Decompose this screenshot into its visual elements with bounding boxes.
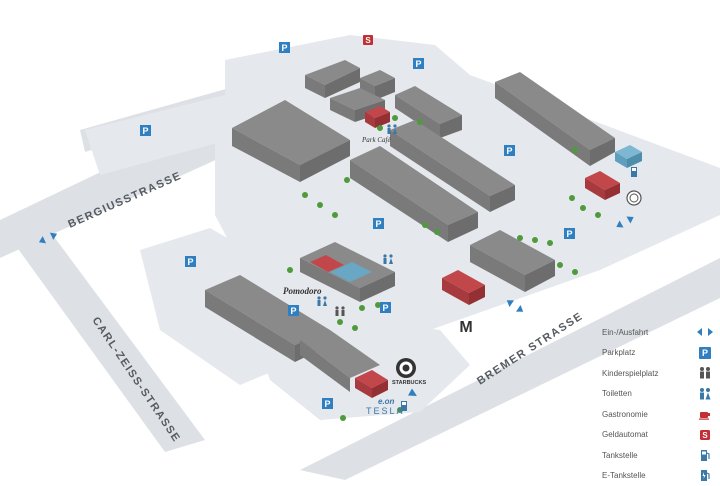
- parking-icon: P: [380, 302, 391, 313]
- parking-icon: P: [279, 42, 290, 53]
- legend-item: Gastronomie: [602, 404, 714, 425]
- eon-label: e.on: [378, 397, 395, 406]
- tree: [572, 269, 578, 275]
- tree: [344, 177, 350, 183]
- legend-item: Tankstelle: [602, 445, 714, 466]
- parking-symbol: P: [382, 303, 388, 313]
- legend-label: Ein-/Ausfahrt: [602, 328, 648, 337]
- svg-text:S: S: [365, 36, 371, 45]
- starbucks-label: STARBUCKS: [392, 380, 426, 386]
- legend-label: E-Tankstelle: [602, 471, 646, 480]
- parking-icon: P: [288, 305, 299, 316]
- parking-icon: P: [373, 218, 384, 229]
- legend-label: Toiletten: [602, 389, 632, 398]
- parking-icon: P: [140, 125, 151, 136]
- tree: [572, 147, 578, 153]
- parking-symbol: P: [290, 306, 296, 316]
- tree: [287, 267, 293, 273]
- tree: [580, 205, 586, 211]
- tree: [302, 192, 308, 198]
- legend-label: Kinderspielplatz: [602, 369, 658, 378]
- entry-exit-arrows-icon: [696, 325, 714, 339]
- parking-icon: P: [185, 256, 196, 267]
- map-legend: Ein-/Ausfahrt Parkplatz P Kinderspielpla…: [602, 322, 714, 486]
- tree: [422, 222, 428, 228]
- parking-symbol: P: [415, 59, 421, 69]
- legend-label: Gastronomie: [602, 410, 648, 419]
- tree: [340, 415, 346, 421]
- legend-item: Toiletten: [602, 384, 714, 405]
- tree: [557, 262, 563, 268]
- tree: [517, 235, 523, 241]
- parking-icon: P: [413, 58, 424, 69]
- starbucks-logo-icon: [396, 358, 416, 378]
- tree: [569, 195, 575, 201]
- parking-symbol: P: [699, 347, 711, 359]
- parking-symbol: P: [506, 146, 512, 156]
- ev-charger-icon: [696, 469, 714, 483]
- tree: [532, 237, 538, 243]
- atm-icon: S: [363, 35, 373, 45]
- pomodoro-label: Pomodoro: [283, 286, 322, 296]
- toilets-icon: [696, 387, 714, 401]
- tree: [352, 325, 358, 331]
- legend-label: Parkplatz: [602, 348, 635, 357]
- legend-item: E-Tankstelle: [602, 466, 714, 486]
- tree: [417, 119, 423, 125]
- tree: [332, 212, 338, 218]
- parking-symbol: P: [375, 219, 381, 229]
- legend-label: Geldautomat: [602, 430, 648, 439]
- svg-text:S: S: [702, 431, 708, 440]
- park-cafe-label: Park Café: [361, 136, 391, 144]
- mcdonalds-logo: M: [459, 319, 472, 336]
- fuel-pump-icon: [696, 448, 714, 462]
- tree: [359, 305, 365, 311]
- parking-symbol: P: [324, 399, 330, 409]
- parking-symbol: P: [566, 229, 572, 239]
- parking-icon: P: [322, 398, 333, 409]
- tesla-label: TESLA: [366, 406, 405, 416]
- parking-icon: P: [504, 145, 515, 156]
- legend-item: Ein-/Ausfahrt: [602, 322, 714, 343]
- parking-symbol: P: [142, 126, 148, 136]
- coffee-cup-icon: [696, 407, 714, 421]
- legend-item: Parkplatz P: [602, 343, 714, 364]
- tree: [392, 115, 398, 121]
- tree: [317, 202, 323, 208]
- legend-label: Tankstelle: [602, 451, 638, 460]
- tree: [547, 240, 553, 246]
- tree: [377, 125, 383, 131]
- atm-icon: S: [696, 428, 714, 442]
- tree: [595, 212, 601, 218]
- legend-item: Geldautomat S: [602, 425, 714, 446]
- parking-icon: P: [696, 346, 714, 360]
- legend-item: Kinderspielplatz: [602, 363, 714, 384]
- fuel-pump-icon: [631, 167, 637, 177]
- parking-symbol: P: [281, 43, 287, 53]
- playground-icon: [696, 366, 714, 380]
- parking-icon: P: [564, 228, 575, 239]
- restaurant-logo-icon: [627, 191, 641, 205]
- tree: [434, 229, 440, 235]
- tree: [337, 319, 343, 325]
- parking-symbol: P: [187, 257, 193, 267]
